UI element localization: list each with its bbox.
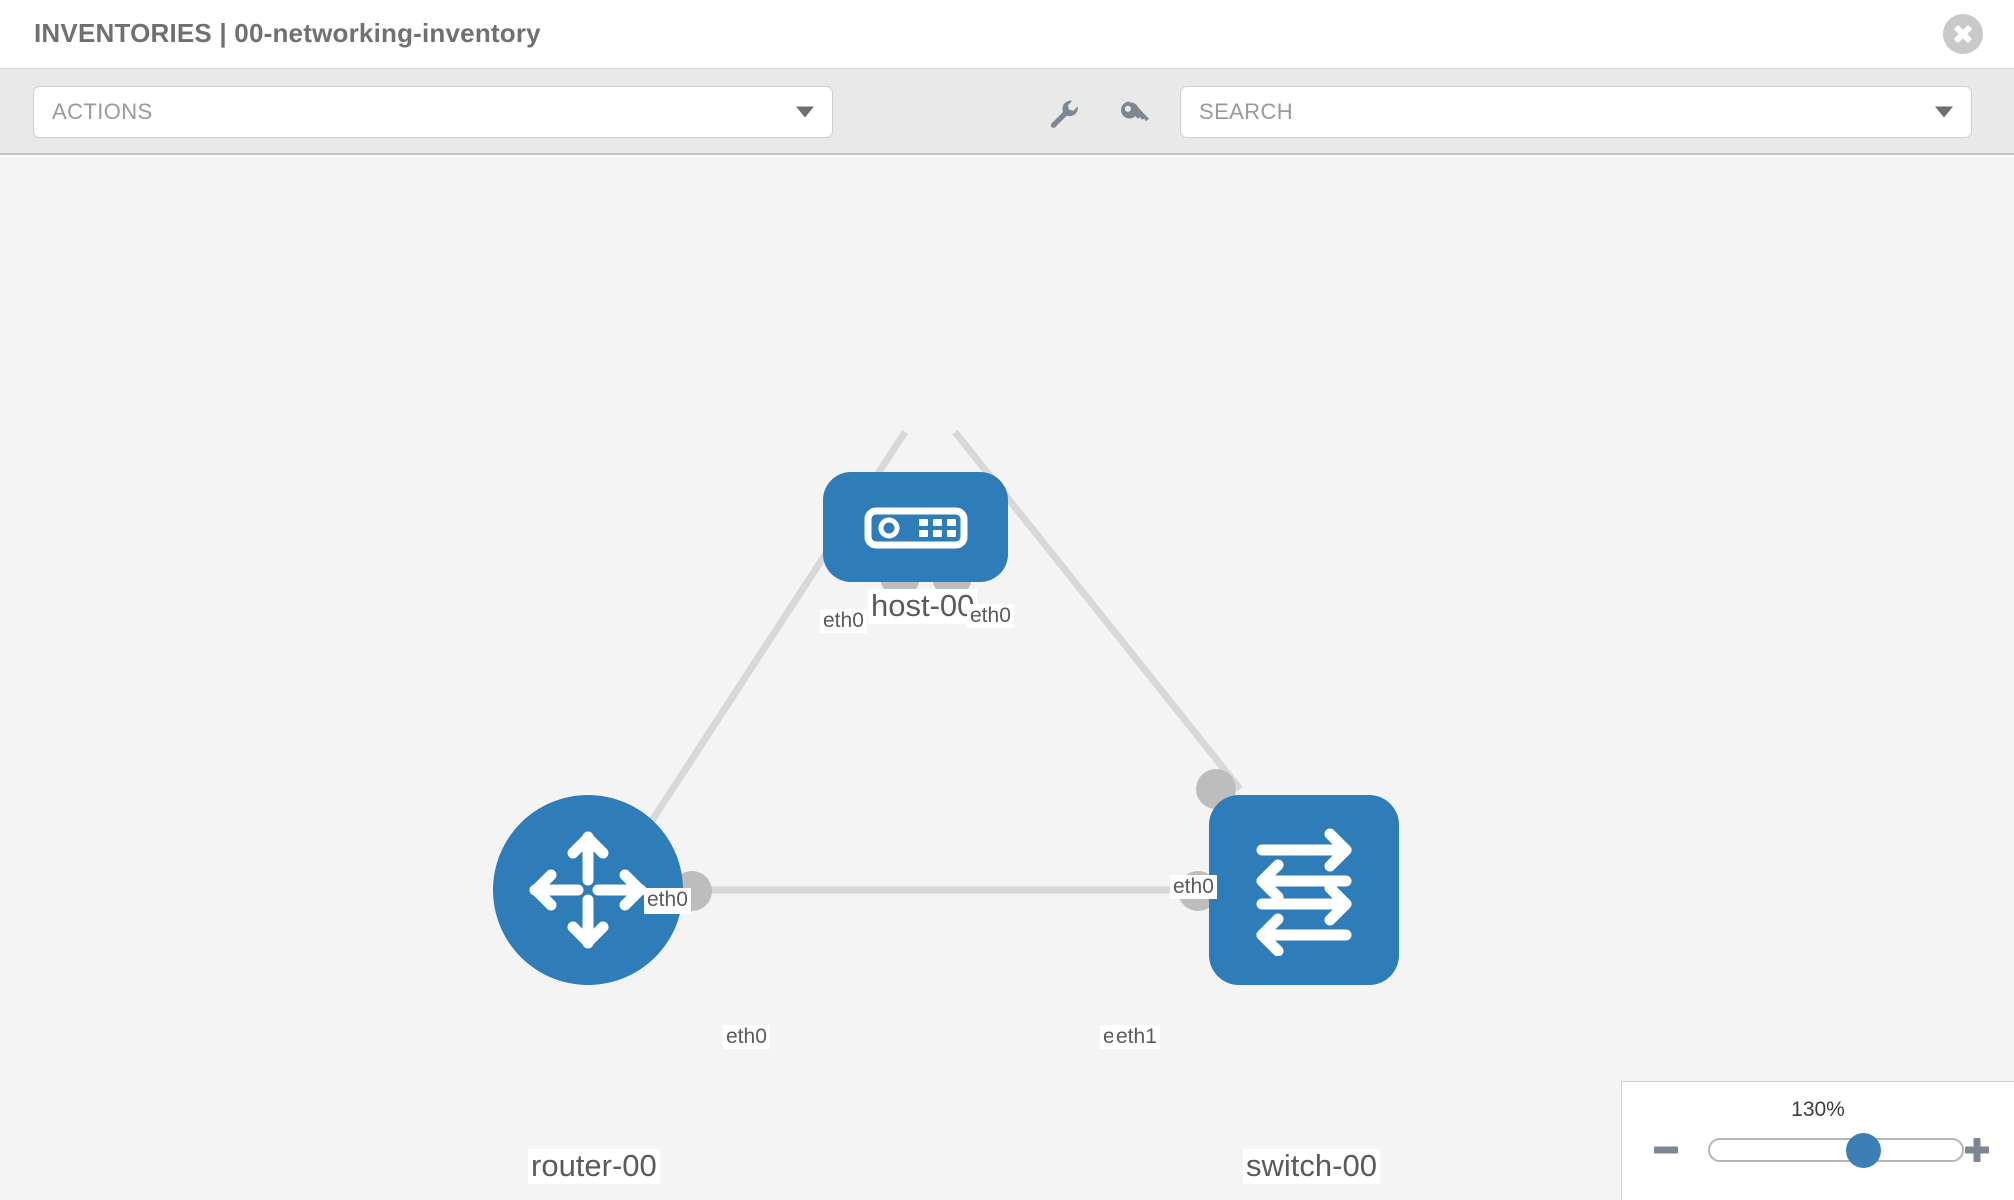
topology-links — [622, 429, 1243, 894]
port-label-router-eth0: eth0 — [723, 1025, 770, 1050]
zoom-slider-thumb[interactable] — [1846, 1132, 1882, 1168]
topology-canvas[interactable]: host-00 eth0 eth0 router-00 switch-00 et… — [0, 157, 2014, 1200]
port-label-link-host-switch: eth0 — [1170, 875, 1217, 900]
actions-dropdown-label: ACTIONS — [52, 99, 153, 124]
zoom-level-label: 130% — [1791, 1098, 1845, 1121]
node-switch-00[interactable] — [1209, 795, 1399, 985]
search-placeholder: SEARCH — [1199, 99, 1294, 124]
page-header: INVENTORIES | 00-networking-inventory — [0, 0, 2014, 69]
node-label-host-00: host-00 — [868, 589, 978, 624]
search-input[interactable]: SEARCH — [1180, 86, 1972, 138]
chevron-down-icon — [796, 106, 814, 118]
close-icon[interactable] — [1943, 14, 1983, 54]
zoom-slider[interactable] — [1708, 1132, 1964, 1168]
key-icon[interactable] — [1117, 97, 1151, 131]
actions-dropdown[interactable]: ACTIONS — [33, 86, 833, 138]
port-label-switch-left-front: eth1 — [1113, 1025, 1160, 1050]
zoom-in-button[interactable] — [1962, 1135, 1992, 1165]
wrench-icon[interactable] — [1047, 97, 1081, 131]
chevron-down-icon — [1935, 106, 1953, 118]
port-label-link-router-host: eth0 — [644, 888, 691, 913]
port-label-host-left: eth0 — [820, 609, 867, 634]
page-title: INVENTORIES | 00-networking-inventory — [34, 18, 541, 48]
router-icon — [529, 831, 647, 949]
node-label-switch-00: switch-00 — [1243, 1149, 1380, 1184]
zoom-out-button[interactable] — [1651, 1135, 1681, 1165]
host-icon — [864, 507, 967, 549]
toolbar: ACTIONS SEARCH — [0, 69, 2014, 155]
node-label-router-00: router-00 — [528, 1149, 660, 1184]
switch-icon — [1256, 828, 1352, 956]
zoom-control-panel: 130% — [1621, 1081, 2014, 1200]
node-host-00[interactable] — [823, 472, 1008, 582]
port-label-host-right: eth0 — [967, 604, 1014, 629]
